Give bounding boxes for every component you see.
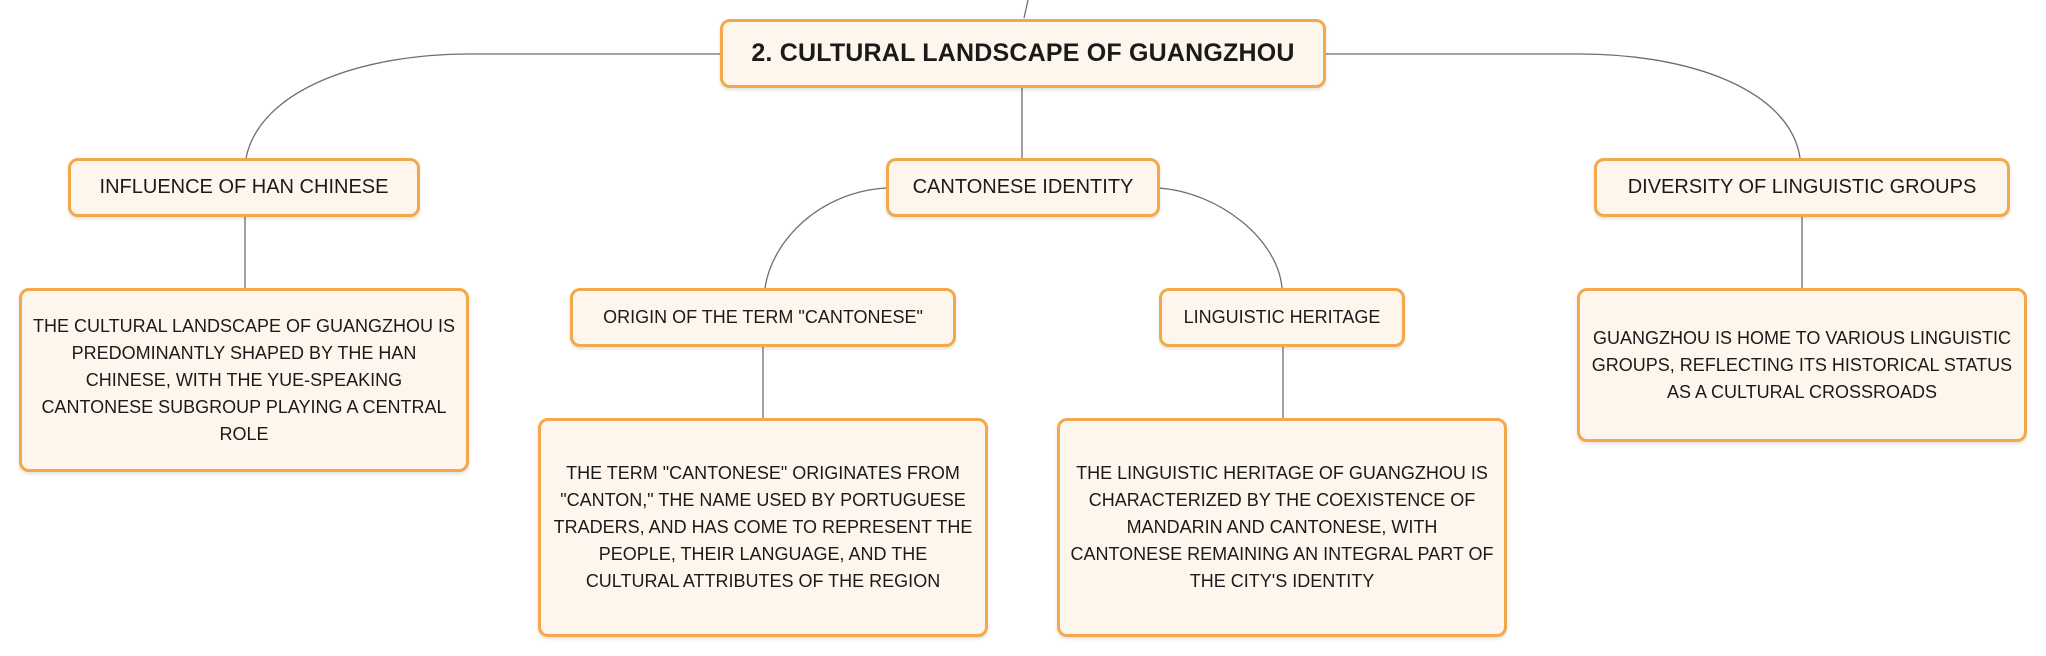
node-label: DIVERSITY OF LINGUISTIC GROUPS — [1627, 176, 1977, 198]
node-label: ORIGIN OF THE TERM "CANTONESE" — [603, 307, 923, 327]
node-label: CANTONESE IDENTITY — [912, 176, 1134, 198]
node-label: LINGUISTIC HERITAGE — [1183, 307, 1381, 327]
root-node[interactable]: 2. CULTURAL LANDSCAPE OF GUANGZHOU — [720, 19, 1326, 88]
connector-cantonese-to-origin — [764, 187, 887, 289]
detail-han-chinese[interactable]: THE CULTURAL LANDSCAPE OF GUANGZHOU IS P… — [19, 288, 469, 472]
detail-linguistic-heritage[interactable]: THE LINGUISTIC HERITAGE OF GUANGZHOU IS … — [1057, 418, 1507, 637]
connector-root-to-diversity — [1326, 53, 1801, 159]
detail-text: THE TERM "CANTONESE" ORIGINATES FROM "CA… — [553, 463, 973, 591]
node-diversity-of-linguistic-groups[interactable]: DIVERSITY OF LINGUISTIC GROUPS — [1594, 158, 2010, 217]
node-linguistic-heritage[interactable]: LINGUISTIC HERITAGE — [1159, 288, 1405, 347]
detail-origin-of-term-cantonese[interactable]: THE TERM "CANTONESE" ORIGINATES FROM "CA… — [538, 418, 988, 637]
detail-text: THE CULTURAL LANDSCAPE OF GUANGZHOU IS P… — [32, 315, 456, 444]
root-node-label: 2. CULTURAL LANDSCAPE OF GUANGZHOU — [751, 39, 1295, 67]
node-influence-of-han-chinese[interactable]: INFLUENCE OF HAN CHINESE — [68, 158, 420, 217]
connector-parent-to-root — [1023, 0, 1029, 19]
node-origin-of-term-cantonese[interactable]: ORIGIN OF THE TERM "CANTONESE" — [570, 288, 956, 347]
detail-diversity-of-linguistic-groups[interactable]: GUANGZHOU IS HOME TO VARIOUS LINGUISTIC … — [1577, 288, 2027, 442]
detail-text: THE LINGUISTIC HERITAGE OF GUANGZHOU IS … — [1070, 463, 1494, 591]
detail-text: GUANGZHOU IS HOME TO VARIOUS LINGUISTIC … — [1591, 327, 2013, 402]
node-cantonese-identity[interactable]: CANTONESE IDENTITY — [886, 158, 1160, 217]
connector-cantonese-to-heritage — [1157, 187, 1283, 289]
connector-root-to-han — [245, 53, 720, 159]
node-label: INFLUENCE OF HAN CHINESE — [99, 176, 389, 198]
